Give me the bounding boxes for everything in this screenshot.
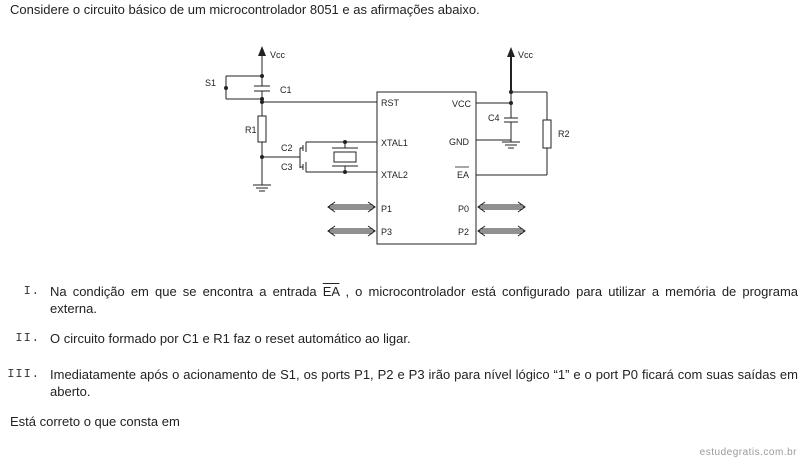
statement-iii-number: III. [7,367,40,381]
pin-ea: EA [457,170,469,180]
pin-gnd: GND [449,137,470,147]
label-c3: C3 [281,162,293,172]
pin-rst: RST [381,98,400,108]
label-c4: C4 [488,113,500,123]
statement-i-text: Na condição em que se encontra a entrada… [50,283,798,317]
label-s1: S1 [205,78,216,88]
pin-p2: P2 [458,227,469,237]
pin-p3: P3 [381,227,392,237]
statement-i-number: I. [23,284,40,298]
label-r1: R1 [245,125,257,135]
pin-xtal1: XTAL1 [381,138,408,148]
statement-iii-text: Imediatamente após o acionamento de S1, … [50,367,798,399]
statement-i-ea: EA [322,284,340,299]
statement-i-text-before: Na condição em que se encontra a entrada [50,284,323,299]
statement-ii-text: O circuito formado por C1 e R1 faz o res… [50,331,411,346]
label-vcc-left: Vcc [270,50,286,60]
pin-vcc: VCC [452,99,472,109]
vcc-left-arrow-icon [258,46,266,56]
label-r2: R2 [558,129,570,139]
pin-p1: P1 [381,204,392,214]
circuit-diagram: Vcc Vcc S1 C1 R1 C2 C3 C4 R2 RST XTAL1 X… [205,46,570,245]
pin-xtal2: XTAL2 [381,170,408,180]
question-text: Está correto o que consta em [10,414,180,429]
statement-i-text-after: , o microcontrolador está configurado pa… [50,284,799,316]
pin-p0: P0 [458,204,469,214]
statement-ii-number: II. [15,331,40,345]
watermark: estudegratis.com.br [699,447,797,458]
label-c1: C1 [280,85,292,95]
label-c2: C2 [281,143,293,153]
intro-text: Considere o circuito básico de um microc… [10,2,480,17]
ic-8051 [376,91,477,245]
vcc-right-arrow-icon [507,47,515,57]
label-vcc-right: Vcc [518,50,534,60]
